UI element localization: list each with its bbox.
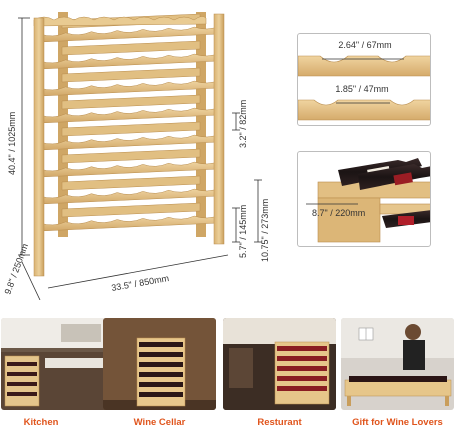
rack-back-right-post [196, 12, 206, 237]
scene-kitchen [1, 318, 114, 410]
wine-bottles [338, 158, 430, 228]
slot-size-detail: 2.64" / 67mm 1.85" / 47mm [297, 33, 431, 126]
lower-gap-dimension [254, 179, 262, 243]
depth-dimension [21, 261, 41, 300]
rack-front-rail [39, 52, 221, 70]
shelf-depth-detail: 8.7" / 220mm [297, 151, 431, 247]
rack-top-rail [33, 16, 207, 27]
rack-front-rail [39, 25, 221, 43]
shelf-depth-label: 8.7" / 220mm [312, 208, 365, 218]
rack-back-rail [61, 175, 201, 191]
rack-front-right-post [213, 13, 225, 245]
width-dimension [47, 254, 229, 289]
rack-back-rail [61, 121, 201, 137]
wine-rack-illustration: 40.4" / 1025mm 9.8" / 250mm 33.5" / 850m… [2, 12, 270, 300]
bottom-clearance-dimension [232, 207, 240, 243]
bottle-detail-drawing: 8.7" / 220mm [306, 158, 430, 243]
rack-back-rail [61, 67, 201, 83]
rack-back-rail [61, 94, 201, 110]
scene-label-gift: Gift for Wine Lovers [352, 417, 443, 428]
depth-label: 9.8" / 250mm [2, 242, 30, 295]
rack-front-rail [39, 133, 221, 151]
bottom-clearance-label: 5.7" / 145mm [238, 205, 248, 258]
height-label: 40.4" / 1025mm [7, 112, 17, 175]
lower-gap-label: 10.75" / 273mm [260, 199, 270, 262]
rack-front-rail [39, 79, 221, 97]
rack-back-rail [61, 40, 201, 56]
scene-label-kitchen: Kitchen [23, 417, 59, 428]
shelf-gap-dimension [232, 112, 240, 131]
scene-restaurant [223, 318, 336, 410]
height-dimension [18, 17, 30, 256]
rack-back-left-post [58, 12, 68, 237]
scene-label-restaurant: Resturant [257, 417, 302, 428]
gift-icon [358, 327, 374, 341]
rack-frame [33, 12, 225, 277]
shelf-gap-label: 3.2" / 82mm [238, 100, 248, 148]
rack-back-rail [61, 148, 201, 164]
rack-front-rail [39, 160, 221, 178]
small-slot-label: 1.85" / 47mm [335, 84, 388, 94]
scene-gift [341, 318, 454, 410]
large-slot-label: 2.64" / 67mm [338, 40, 391, 50]
rack-front-rail [39, 214, 221, 232]
scene-label-wine-cellar: Wine Cellar [133, 417, 186, 428]
slot-detail-drawing: 2.64" / 67mm 1.85" / 47mm [298, 40, 430, 121]
rack-front-rail [39, 106, 221, 124]
width-label: 33.5" / 850mm [111, 273, 170, 293]
rack-front-left-post [33, 17, 45, 277]
rack-front-rail [39, 187, 221, 205]
scene-wine-cellar [103, 318, 216, 410]
rack-back-rail [61, 202, 201, 218]
